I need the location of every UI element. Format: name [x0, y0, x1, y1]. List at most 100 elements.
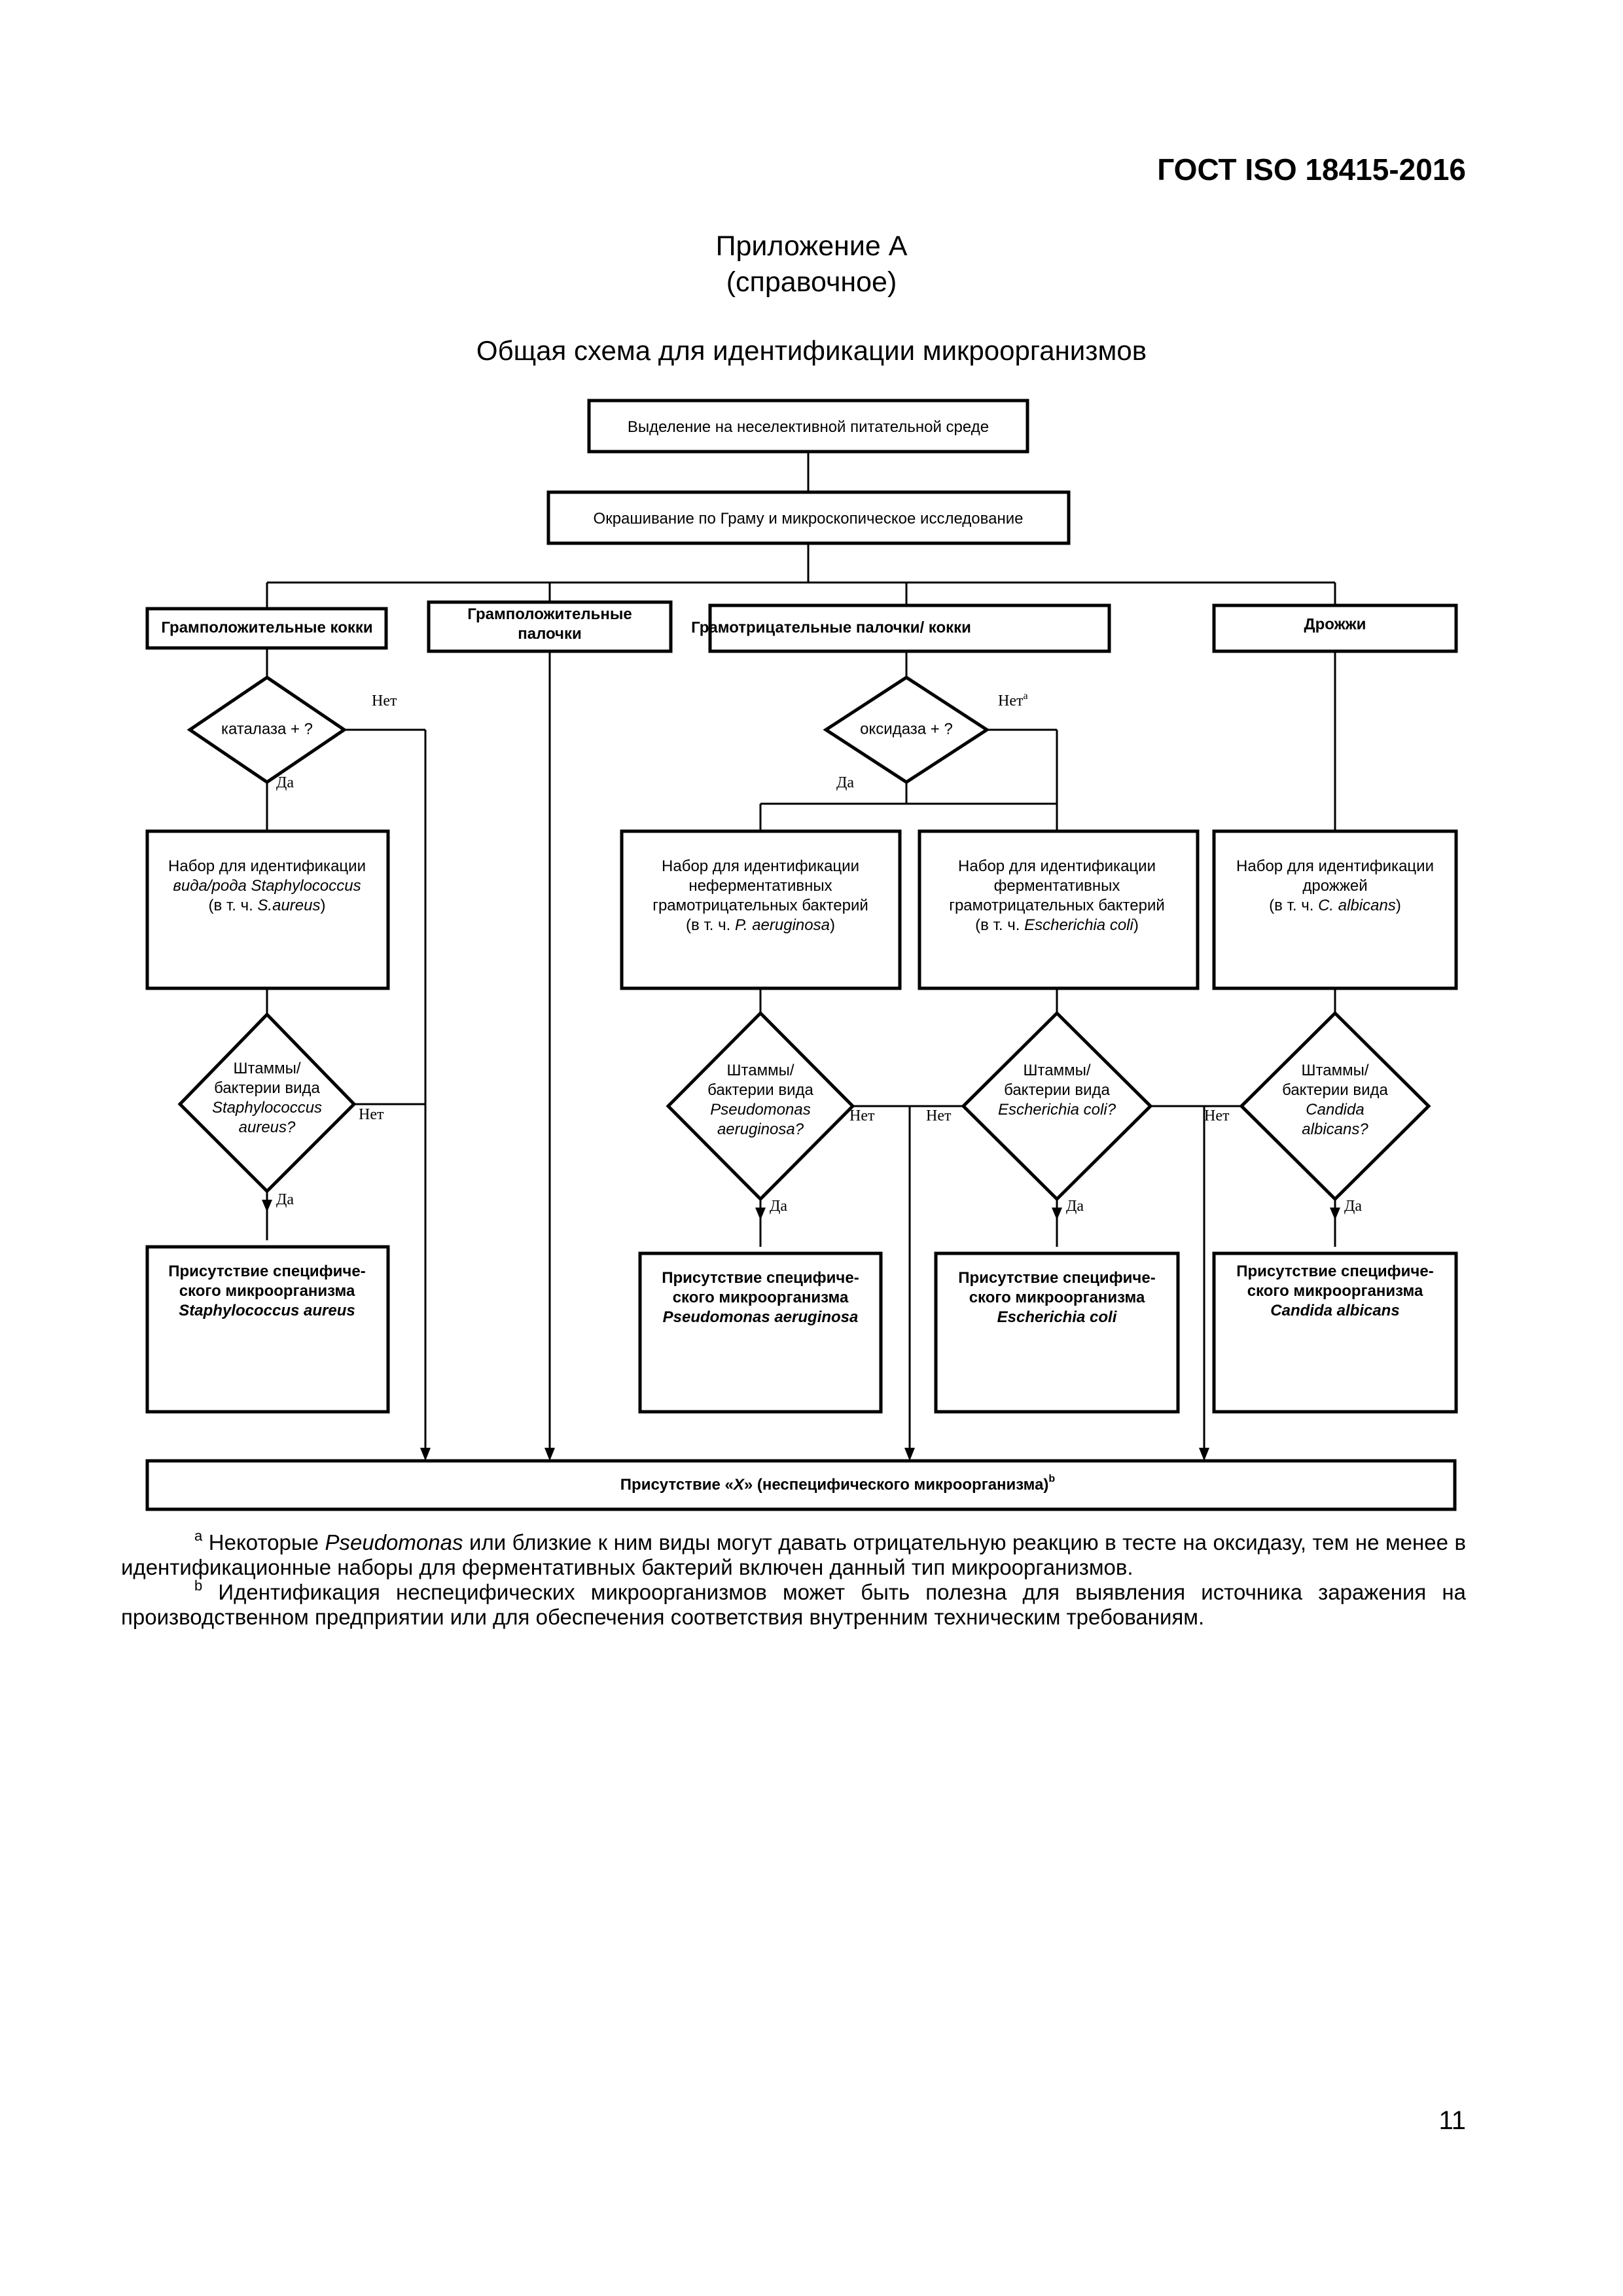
- svg-text:бактерии вида: бактерии вида: [1282, 1081, 1388, 1099]
- svg-text:Да: Да: [1344, 1198, 1362, 1215]
- catalase-no-label: Нет: [372, 692, 397, 709]
- gram-positive-rods-label-line1: Грамположительные: [467, 605, 632, 623]
- svg-text:(в т. ч. S.aureus): (в т. ч. S.aureus): [209, 897, 326, 914]
- svg-text:бактерии вида: бактерии вида: [1004, 1081, 1110, 1099]
- result-staphylococcus: Присутствие специфиче- ского микрооргани…: [145, 1245, 390, 1414]
- arrowhead: [1199, 1448, 1209, 1461]
- svg-text:Да: Да: [276, 1191, 294, 1208]
- arrowheads: [262, 1200, 1340, 1461]
- gram-stain-label: Окрашивание по Граму и микроскопическое …: [594, 510, 1024, 528]
- svg-text:Да: Да: [770, 1198, 787, 1215]
- oxidase-no-label: Нетa: [998, 691, 1028, 709]
- svg-text:ского микроорганизма: ского микроорганизма: [969, 1289, 1145, 1306]
- arrowhead: [755, 1208, 766, 1220]
- svg-text:(в т. ч. C. albicans): (в т. ч. C. albicans): [1269, 897, 1401, 914]
- svg-text:Нет: Нет: [926, 1107, 952, 1124]
- oxidase-question: оксидаза + ?: [860, 720, 953, 738]
- catalase-question: каталаза + ?: [221, 720, 313, 738]
- result-pseudomonas: Присутствие специфиче- ского микрооргани…: [638, 1251, 883, 1414]
- candida-decision: Штаммы/ бактерии вида Candida albicans? …: [1204, 1011, 1431, 1215]
- catalase-yes-label: Да: [276, 774, 294, 791]
- figure-title: Общая схема для идентификации микроорган…: [476, 335, 1147, 366]
- svg-text:Escherichia coli?: Escherichia coli?: [998, 1101, 1116, 1119]
- annex-type: (справочное): [726, 266, 897, 298]
- arrowhead: [544, 1448, 555, 1461]
- document-code: ГОСТ ISO 18415-2016: [1157, 152, 1466, 187]
- svg-text:Штаммы/: Штаммы/: [1302, 1062, 1369, 1079]
- page-number: 11: [1438, 2106, 1466, 2135]
- svg-text:дрожжей: дрожжей: [1302, 877, 1367, 895]
- ecoli-decision: Штаммы/ бактерии вида Escherichia coli? …: [926, 1011, 1153, 1215]
- svg-text:Штаммы/: Штаммы/: [1024, 1062, 1091, 1079]
- result-ecoli: Присутствие специфиче- ского микрооргани…: [934, 1251, 1180, 1414]
- svg-text:Candida: Candida: [1306, 1101, 1364, 1119]
- pseudomonas-decision: Штаммы/ бактерии вида Pseudomonas aerugi…: [666, 1011, 875, 1215]
- svg-text:Присутствие специфиче-: Присутствие специфиче-: [958, 1269, 1155, 1287]
- svg-text:вида/рода Staphylococcus: вида/рода Staphylococcus: [173, 877, 361, 895]
- gram-positive-cocci-box: [145, 607, 388, 650]
- svg-text:Да: Да: [1066, 1198, 1084, 1215]
- svg-text:Набор для идентификации: Набор для идентификации: [1236, 857, 1434, 875]
- svg-text:Нет: Нет: [849, 1107, 875, 1124]
- kit-nonfermentative: Набор для идентификации неферментативных…: [620, 829, 902, 990]
- svg-text:ского микроорганизма: ского микроорганизма: [1247, 1282, 1423, 1300]
- svg-text:(в т. ч. Escherichia coli): (в т. ч. Escherichia coli): [975, 916, 1139, 934]
- svg-text:Присутствие специфиче-: Присутствие специфиче-: [1236, 1263, 1433, 1280]
- arrowhead: [262, 1200, 272, 1212]
- oxidase-decision: [823, 675, 990, 784]
- svg-text:Присутствие специфиче-: Присутствие специфиче-: [168, 1263, 365, 1280]
- footnote-b: b Идентификация неспецифических микроорг…: [121, 1577, 1467, 1630]
- svg-text:Нет: Нет: [1204, 1107, 1230, 1124]
- yeasts-label: Дрожжи: [1304, 615, 1366, 633]
- svg-text:Набор для идентификации: Набор для идентификации: [958, 857, 1156, 875]
- svg-text:Присутствие специфиче-: Присутствие специфиче-: [662, 1269, 859, 1287]
- svg-text:Candida albicans: Candida albicans: [1270, 1302, 1399, 1319]
- kit-fermentative: Набор для идентификации ферментативных г…: [918, 829, 1200, 990]
- svg-text:Набор для идентификации: Набор для идентификации: [168, 857, 366, 875]
- isolation-label: Выделение на неселективной питательной с…: [628, 418, 989, 436]
- svg-text:бактерии вида: бактерии вида: [214, 1079, 320, 1097]
- gram-negative-label: Грамотрицательные палочки/ кокки: [691, 619, 971, 636]
- result-candida: Присутствие специфиче- ского микрооргани…: [1212, 1251, 1458, 1414]
- svg-text:Набор для идентификации: Набор для идентификации: [662, 857, 859, 875]
- svg-text:бактерии вида: бактерии вида: [707, 1081, 813, 1099]
- svg-text:Штаммы/: Штаммы/: [727, 1062, 794, 1079]
- footnotes: a Некоторые Pseudomonas или близкие к ни…: [121, 1528, 1467, 1630]
- isolation-box: [587, 399, 1029, 454]
- kit-staphylococcus: Набор для идентификации вида/рода Staphy…: [145, 829, 390, 990]
- arrowhead: [904, 1448, 915, 1461]
- svg-text:ского микроорганизма: ского микроорганизма: [179, 1282, 355, 1300]
- svg-text:грамотрицательных бактерий: грамотрицательных бактерий: [652, 897, 868, 914]
- kit-yeasts: Набор для идентификации дрожжей (в т. ч.…: [1212, 829, 1458, 990]
- svg-text:Pseudomonas aeruginosa: Pseudomonas aeruginosa: [663, 1308, 859, 1326]
- svg-text:грамотрицательных бактерий: грамотрицательных бактерий: [949, 897, 1165, 914]
- connector-lines: [266, 452, 1336, 1453]
- svg-text:albicans?: albicans?: [1302, 1121, 1368, 1138]
- gram-positive-rods-label-line2: палочки: [518, 625, 582, 643]
- gram-positive-rods-box: [427, 600, 673, 653]
- svg-text:Staphylococcus aureus: Staphylococcus aureus: [179, 1302, 355, 1319]
- svg-text:aeruginosa?: aeruginosa?: [717, 1121, 804, 1138]
- svg-text:aureus?: aureus?: [239, 1119, 296, 1136]
- svg-text:Штаммы/: Штаммы/: [234, 1060, 301, 1077]
- svg-text:Pseudomonas: Pseudomonas: [710, 1101, 810, 1119]
- svg-text:(в т. ч. P. aeruginosa): (в т. ч. P. aeruginosa): [686, 916, 835, 934]
- gram-stain-box: [546, 490, 1071, 545]
- oxidase-yes-label: Да: [836, 774, 854, 791]
- annex-label: Приложение А: [715, 230, 908, 262]
- svg-text:ского микроорганизма: ского микроорганизма: [673, 1289, 849, 1306]
- svg-text:неферментативных: неферментативных: [688, 877, 832, 895]
- svg-text:ферментативных: ферментативных: [994, 877, 1120, 895]
- staphylococcus-decision: Штаммы/ бактерии вида Staphylococcus aur…: [177, 1012, 384, 1208]
- arrowhead: [1052, 1208, 1062, 1220]
- gram-positive-cocci-label: Грамположительные кокки: [161, 619, 372, 636]
- arrowhead: [1330, 1208, 1340, 1220]
- svg-text:Присутствие «X» (неспецифическ: Присутствие «X» (неспецифического микроо…: [620, 1473, 1056, 1494]
- footnote-a: a Некоторые Pseudomonas или близкие к ни…: [121, 1528, 1467, 1580]
- nonspecific-result-box: Присутствие «X» (неспецифического микроо…: [145, 1459, 1457, 1511]
- yeasts-box: [1212, 603, 1458, 653]
- svg-text:Нет: Нет: [359, 1106, 384, 1123]
- svg-text:Staphylococcus: Staphylococcus: [212, 1099, 322, 1117]
